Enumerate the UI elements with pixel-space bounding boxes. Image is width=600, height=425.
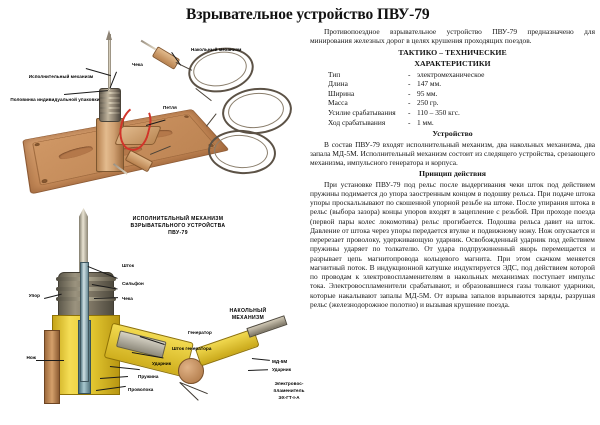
spec-dash: - <box>408 69 411 79</box>
label-stop: Упор <box>28 293 40 298</box>
label-striker: Ударник <box>152 361 172 366</box>
label-spring: Пружина <box>138 374 159 379</box>
label-loop: Петля <box>163 105 177 110</box>
figure-caption-line2: ВЗРЫВАТЕЛЬНОГО УСТРОЙСТВА <box>130 223 226 229</box>
actuator-rod-tip-shape <box>106 30 112 40</box>
spec-row: Длина - 147 мм. <box>310 79 595 89</box>
spec-name: Ширина <box>328 88 355 98</box>
label-detonator: МД-5М <box>272 359 288 364</box>
label-igniter-line3: ЭХ-ГТ-І-А <box>278 395 300 400</box>
spec-dash: - <box>408 88 411 98</box>
specs-table: Тип - электромеханическое Длина - 147 мм… <box>310 70 595 128</box>
label-packaging-half: Половинка индивидуальной упаковки <box>10 97 100 102</box>
spec-value: электромеханическое <box>417 69 485 79</box>
label-wire: Проволока <box>128 387 154 392</box>
label-bellows: Сильфон <box>122 281 144 286</box>
spec-row: Ход срабатывания - 1 мм. <box>310 118 595 128</box>
spec-value: 1 мм. <box>417 117 434 127</box>
specs-heading-line1: ТАКТИКО – ТЕХНИЧЕСКИЕ <box>398 47 507 57</box>
spec-name: Тип <box>328 69 341 79</box>
construction-heading: Устройство <box>432 129 473 139</box>
label-knife: Нож <box>26 355 36 360</box>
spec-dash: - <box>408 108 411 118</box>
label-igniter-line1: Электровос- <box>274 381 304 386</box>
specs-heading-line2: ХАРАКТЕРИСТИКИ <box>414 59 491 69</box>
figure-caption-line1: ИСПОЛНИТЕЛЬНЫЙ МЕХАНИЗМ <box>132 216 224 222</box>
spec-value: 110 – 350 кгс. <box>417 108 460 118</box>
label-pin-mechanism-line1: НАКОЛЬНЫЙ <box>229 308 267 314</box>
label-generator-rod: Шток генератора <box>172 346 212 351</box>
text-column: Противопоездное взрывательное устройство… <box>310 27 595 309</box>
cutaway-shaft-shape <box>80 262 89 382</box>
spec-row: Ширина - 95 мм. <box>310 89 595 99</box>
spec-name: Длина <box>328 79 348 89</box>
detonator-wire <box>179 382 208 395</box>
principle-heading: Принцип действия <box>419 169 486 179</box>
spec-value: 250 гр. <box>417 98 439 108</box>
spec-row: Усилие срабатывания - 110 – 350 кгс. <box>310 108 595 118</box>
figure-assembly-in-packaging <box>0 30 300 205</box>
actuator-neck-shape <box>99 88 121 122</box>
spec-dash: - <box>408 98 411 108</box>
spec-row: Тип - электромеханическое <box>310 70 595 80</box>
spec-name: Ход срабатывания <box>328 117 386 127</box>
leader-line <box>36 360 64 361</box>
label-detonator-striker: Ударник <box>272 367 292 372</box>
cutaway-brown-post-shape <box>44 330 60 404</box>
label-pin-mechanism-line2: МЕХАНИЗМ <box>231 315 265 321</box>
label-generator: Генератор <box>188 330 212 335</box>
spec-value: 147 мм. <box>417 79 442 89</box>
intro-paragraph: Противопоездное взрывательное устройство… <box>310 27 595 46</box>
figure-caption-line3: ПВУ-79 <box>168 230 188 236</box>
actuator-rod-shape <box>107 34 111 90</box>
cutaway-rod-tip-shape <box>79 208 88 274</box>
spec-dash: - <box>408 117 411 127</box>
figure-actuator-cutaway <box>0 200 320 425</box>
label-pin: Чека <box>132 62 143 67</box>
leader-line <box>248 369 269 371</box>
spec-row: Масса - 250 гр. <box>310 98 595 108</box>
construction-paragraph: В состав ПВУ-79 входят исполнительный ме… <box>310 139 595 168</box>
cable-lead <box>206 113 217 127</box>
label-pin-bottom: Чека <box>122 296 133 301</box>
label-actuator: Исполнительный механизм <box>28 74 94 79</box>
principle-paragraph: При установке ПВУ-79 под рельс после выд… <box>310 179 595 309</box>
label-pin-mechanism-top: Накольный механизм <box>191 47 242 52</box>
spec-name: Усилие срабатывания <box>328 108 396 118</box>
pin-mechanism-needle <box>140 39 157 50</box>
label-rod: Шток <box>122 263 135 268</box>
spec-dash: - <box>408 79 411 89</box>
leader-line <box>251 358 270 361</box>
page-title: Взрывательное устройство ПВУ-79 <box>186 6 430 23</box>
spec-value: 95 мм. <box>417 88 438 98</box>
label-igniter-line2: пламенитель <box>273 388 305 393</box>
spec-name: Масса <box>328 98 348 108</box>
